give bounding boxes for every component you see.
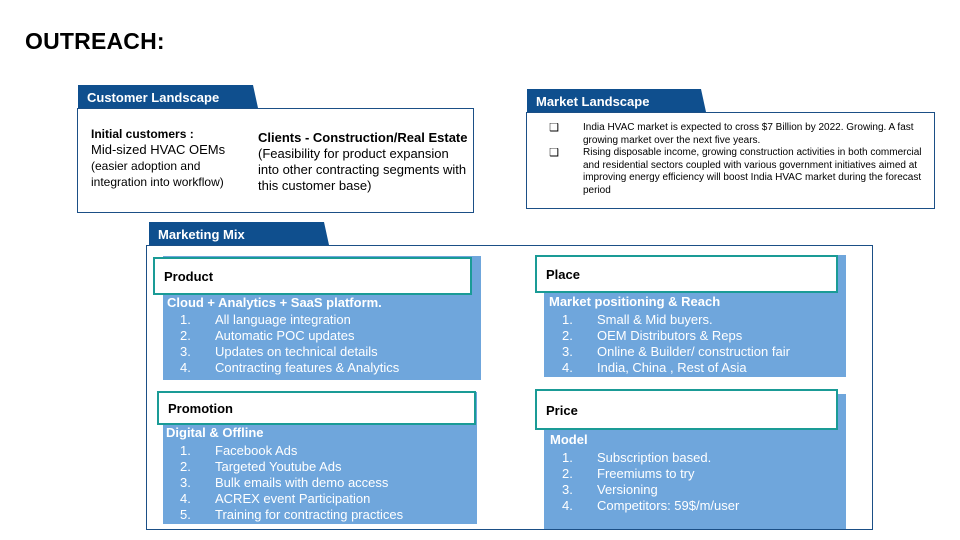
- marketing-mix-tab: Marketing Mix: [149, 222, 329, 245]
- list-item: 5.Training for contracting practices: [180, 507, 404, 522]
- list-item: ❑ Rising disposable income, growing cons…: [549, 147, 922, 196]
- product-header: Product: [153, 257, 472, 295]
- price-header: Price: [535, 389, 838, 430]
- place-subtitle: Market positioning & Reach: [549, 294, 721, 309]
- list-item: 1.Subscription based.: [562, 450, 712, 465]
- list-item: 2.OEM Distributors & Reps: [562, 328, 743, 343]
- clients-text: (Feasibility for product expansion into …: [258, 146, 467, 193]
- initial-customers-line1: Mid-sized HVAC OEMs: [91, 142, 226, 157]
- list-item: 1.All language integration: [180, 312, 351, 327]
- promotion-header: Promotion: [157, 391, 476, 425]
- product-list: 1.All language integration 2.Automatic P…: [167, 312, 477, 376]
- initial-customers-line2: (easier adoption and integration into wo…: [91, 159, 224, 189]
- market-landscape-box: [526, 112, 935, 209]
- checkbox-bullet-icon: ❑: [549, 147, 559, 159]
- page-title: OUTREACH:: [25, 28, 165, 54]
- list-item: 4.India, China , Rest of Asia: [562, 360, 747, 375]
- list-item: 2.Automatic POC updates: [180, 328, 355, 343]
- checkbox-bullet-icon: ❑: [549, 122, 559, 134]
- list-item: ❑ India HVAC market is expected to cross…: [549, 122, 914, 146]
- list-item: 1.Facebook Ads: [180, 443, 298, 458]
- list-item: 4.ACREX event Participation: [180, 491, 371, 506]
- initial-customers-heading: Initial customers :: [91, 127, 194, 141]
- promotion-list: 1.Facebook Ads 2.Targeted Youtube Ads 3.…: [167, 443, 472, 523]
- initial-customers-block: Initial customers : Mid-sized HVAC OEMs …: [91, 126, 251, 190]
- market-landscape-tab: Market Landscape: [527, 89, 706, 112]
- product-subtitle: Cloud + Analytics + SaaS platform.: [167, 295, 382, 310]
- list-item: 1.Small & Mid buyers.: [562, 312, 713, 327]
- market-landscape-list: ❑ India HVAC market is expected to cross…: [548, 122, 923, 197]
- list-item: 2.Freemiums to try: [562, 466, 695, 481]
- list-item: 3.Bulk emails with demo access: [180, 475, 389, 490]
- clients-heading: Clients - Construction/Real Estate: [258, 130, 468, 145]
- place-list: 1.Small & Mid buyers. 2.OEM Distributors…: [549, 312, 844, 376]
- list-item: 3.Online & Builder/ construction fair: [562, 344, 790, 359]
- price-list: 1.Subscription based. 2.Freemiums to try…: [549, 450, 844, 514]
- place-header: Place: [535, 255, 838, 293]
- customer-landscape-tab: Customer Landscape: [78, 85, 258, 108]
- customer-landscape-box: [77, 108, 474, 213]
- clients-block: Clients - Construction/Real Estate (Feas…: [258, 130, 468, 194]
- list-item: 2.Targeted Youtube Ads: [180, 459, 342, 474]
- list-item: 4.Competitors: 59$/m/user: [562, 498, 740, 513]
- price-subtitle: Model: [550, 432, 588, 447]
- list-item: 3.Updates on technical details: [180, 344, 378, 359]
- list-item: 3.Versioning: [562, 482, 658, 497]
- list-item: 4.Contracting features & Analytics: [180, 360, 400, 375]
- promotion-subtitle: Digital & Offline: [166, 425, 264, 440]
